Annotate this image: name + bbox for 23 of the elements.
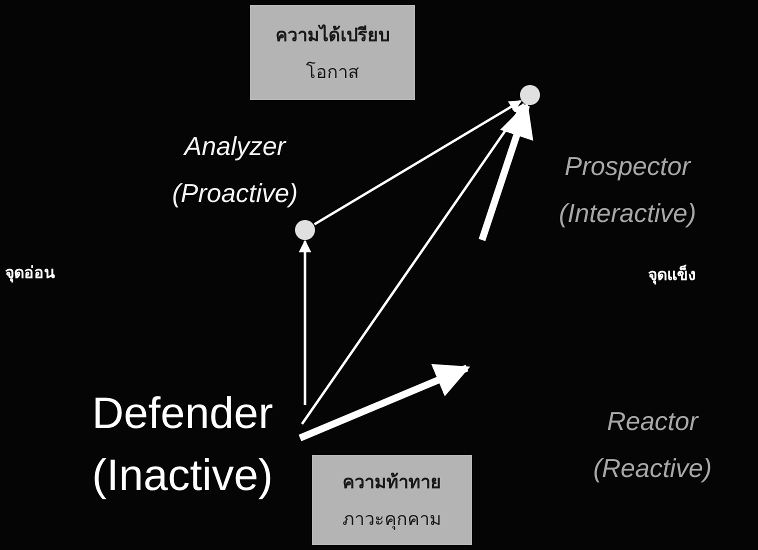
strategy-name: Reactor — [606, 405, 698, 438]
label-box — [312, 455, 472, 545]
box-heading: ความท้าทาย — [342, 471, 442, 495]
strategy-type: (Interactive) — [558, 197, 696, 230]
strategy-name: Analyzer — [184, 130, 286, 164]
circle-dot — [295, 220, 315, 240]
side-label: จุดแข็ง — [648, 264, 696, 286]
arrow — [298, 240, 312, 405]
box-subtext: ภาวะคุกคาม — [342, 508, 442, 532]
arrow — [314, 100, 522, 226]
arrow — [298, 364, 470, 442]
side-label: จุดอ่อน — [5, 262, 55, 284]
strategy-type: (Reactive) — [593, 452, 712, 485]
circle-dot — [520, 85, 540, 105]
arrow — [478, 102, 534, 242]
label-box — [250, 5, 415, 100]
strategy-type: (Inactive) — [92, 450, 274, 502]
box-heading: ความได้เปรียบ — [276, 23, 390, 48]
strategy-type: (Proactive) — [172, 177, 298, 210]
arrow — [300, 103, 525, 425]
strategy-name: Defender — [92, 388, 274, 440]
box-subtext: โอกาส — [306, 60, 359, 84]
strategy-name: Prospector — [564, 150, 690, 184]
